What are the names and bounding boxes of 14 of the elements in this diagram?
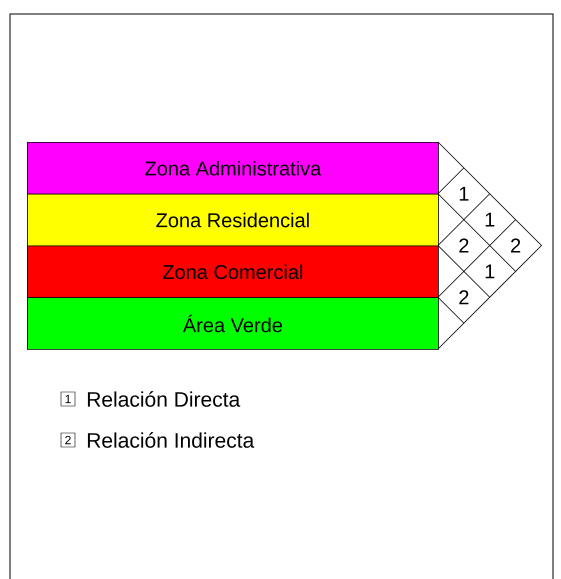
cell-number: 2: [511, 238, 520, 252]
zone-band: Zona Residencial: [27, 194, 439, 246]
zone-band: Zona Comercial: [27, 246, 439, 298]
zone-band: Zona Administrativa: [27, 142, 439, 195]
zone-band: Área Verde: [27, 297, 439, 350]
legend-key: 2: [60, 432, 76, 448]
cell-number: 1: [460, 186, 468, 201]
cell-number: 1: [486, 212, 494, 226]
legend-text: Relación Indirecta: [88, 432, 254, 448]
legend-key: 1: [60, 392, 76, 406]
cell-number: 1: [486, 264, 494, 278]
cell-number: 2: [459, 238, 468, 252]
legend-text: Relación Directa: [88, 391, 240, 407]
cell-number: 2: [459, 290, 468, 304]
